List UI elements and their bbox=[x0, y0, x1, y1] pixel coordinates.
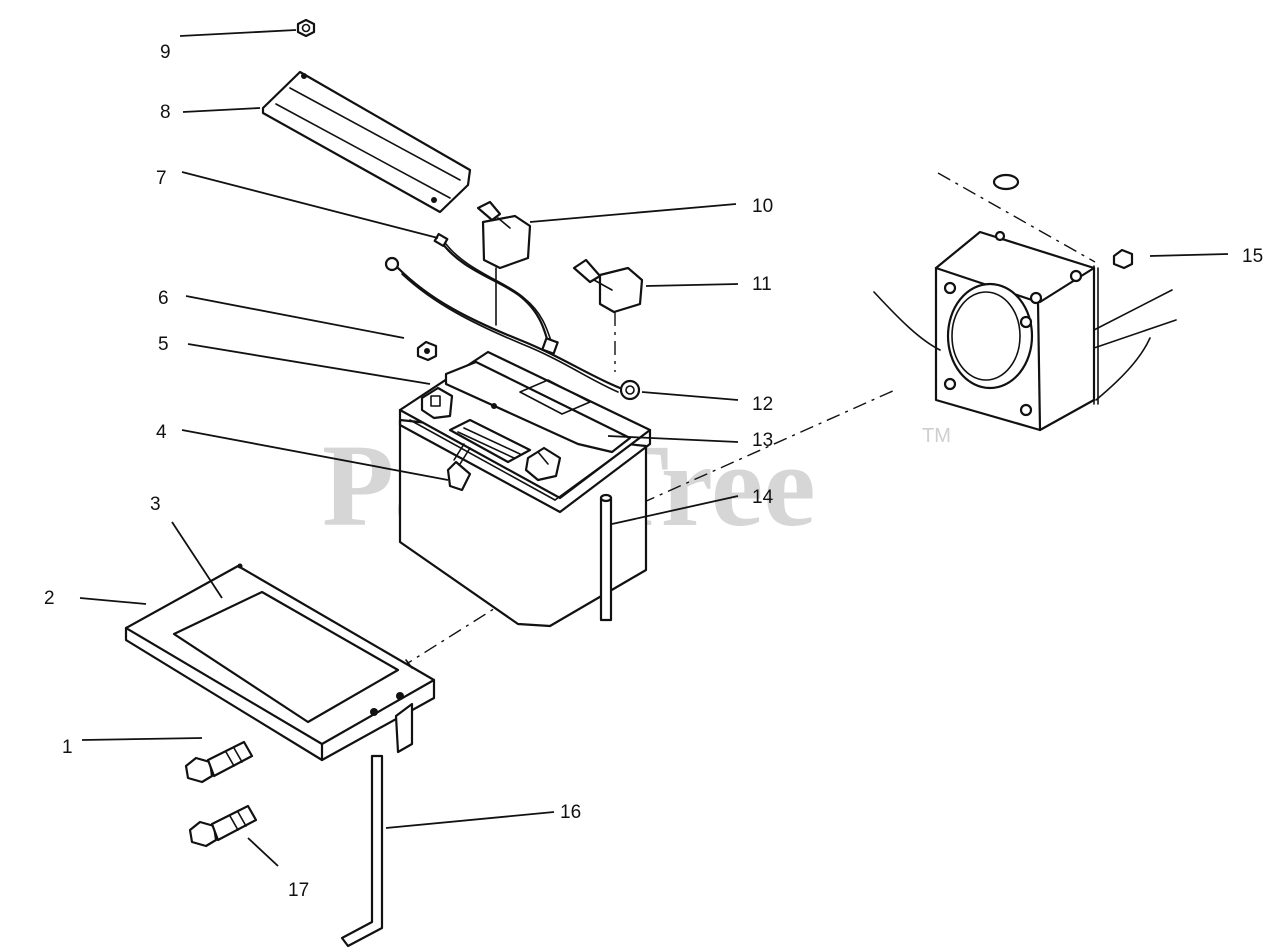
callout-6[interactable]: 6 bbox=[158, 288, 169, 309]
part-14-rod[interactable] bbox=[599, 493, 613, 622]
watermark-trademark: TM bbox=[922, 425, 951, 447]
callout-9[interactable]: 9 bbox=[160, 42, 171, 63]
part-15-nut[interactable] bbox=[1112, 248, 1134, 270]
callout-1[interactable]: 1 bbox=[62, 737, 73, 758]
part-4-bolt[interactable] bbox=[446, 443, 472, 492]
callout-13[interactable]: 13 bbox=[752, 430, 773, 451]
callout-16[interactable]: 16 bbox=[560, 802, 581, 823]
callout-15[interactable]: 15 bbox=[1242, 246, 1263, 267]
callout-4[interactable]: 4 bbox=[156, 422, 167, 443]
callout-5[interactable]: 5 bbox=[158, 334, 169, 355]
part-6-nut[interactable] bbox=[416, 340, 438, 362]
part-11-terminal-boot[interactable] bbox=[572, 258, 644, 314]
callout-labels: 1 2 3 4 5 6 7 8 9 10 11 12 13 14 15 16 1… bbox=[44, 42, 1263, 901]
callout-11[interactable]: 11 bbox=[752, 274, 772, 295]
part-12-battery-cable[interactable] bbox=[384, 256, 641, 401]
part-2-battery-tray[interactable] bbox=[124, 563, 436, 762]
leader-lines bbox=[79, 29, 1229, 867]
callout-2[interactable]: 2 bbox=[44, 588, 55, 609]
callout-14[interactable]: 14 bbox=[752, 487, 774, 508]
part-8-hold-down-bracket[interactable] bbox=[261, 70, 472, 214]
callout-8[interactable]: 8 bbox=[160, 102, 171, 123]
part-16-l-rod[interactable] bbox=[340, 754, 384, 948]
assembly-lines bbox=[399, 172, 1096, 669]
callout-10[interactable]: 10 bbox=[752, 196, 773, 217]
callout-7[interactable]: 7 bbox=[156, 168, 167, 189]
callout-17[interactable]: 17 bbox=[288, 880, 309, 901]
engine-housing bbox=[873, 173, 1177, 432]
part-1-bolt[interactable] bbox=[184, 740, 254, 784]
part-10-terminal-boot[interactable] bbox=[476, 200, 532, 270]
part-13-battery[interactable] bbox=[398, 350, 652, 628]
callout-3[interactable]: 3 bbox=[150, 494, 161, 515]
part-9-nut[interactable] bbox=[296, 18, 316, 38]
callout-12[interactable]: 12 bbox=[752, 394, 773, 415]
part-17-bolt[interactable] bbox=[188, 804, 258, 848]
